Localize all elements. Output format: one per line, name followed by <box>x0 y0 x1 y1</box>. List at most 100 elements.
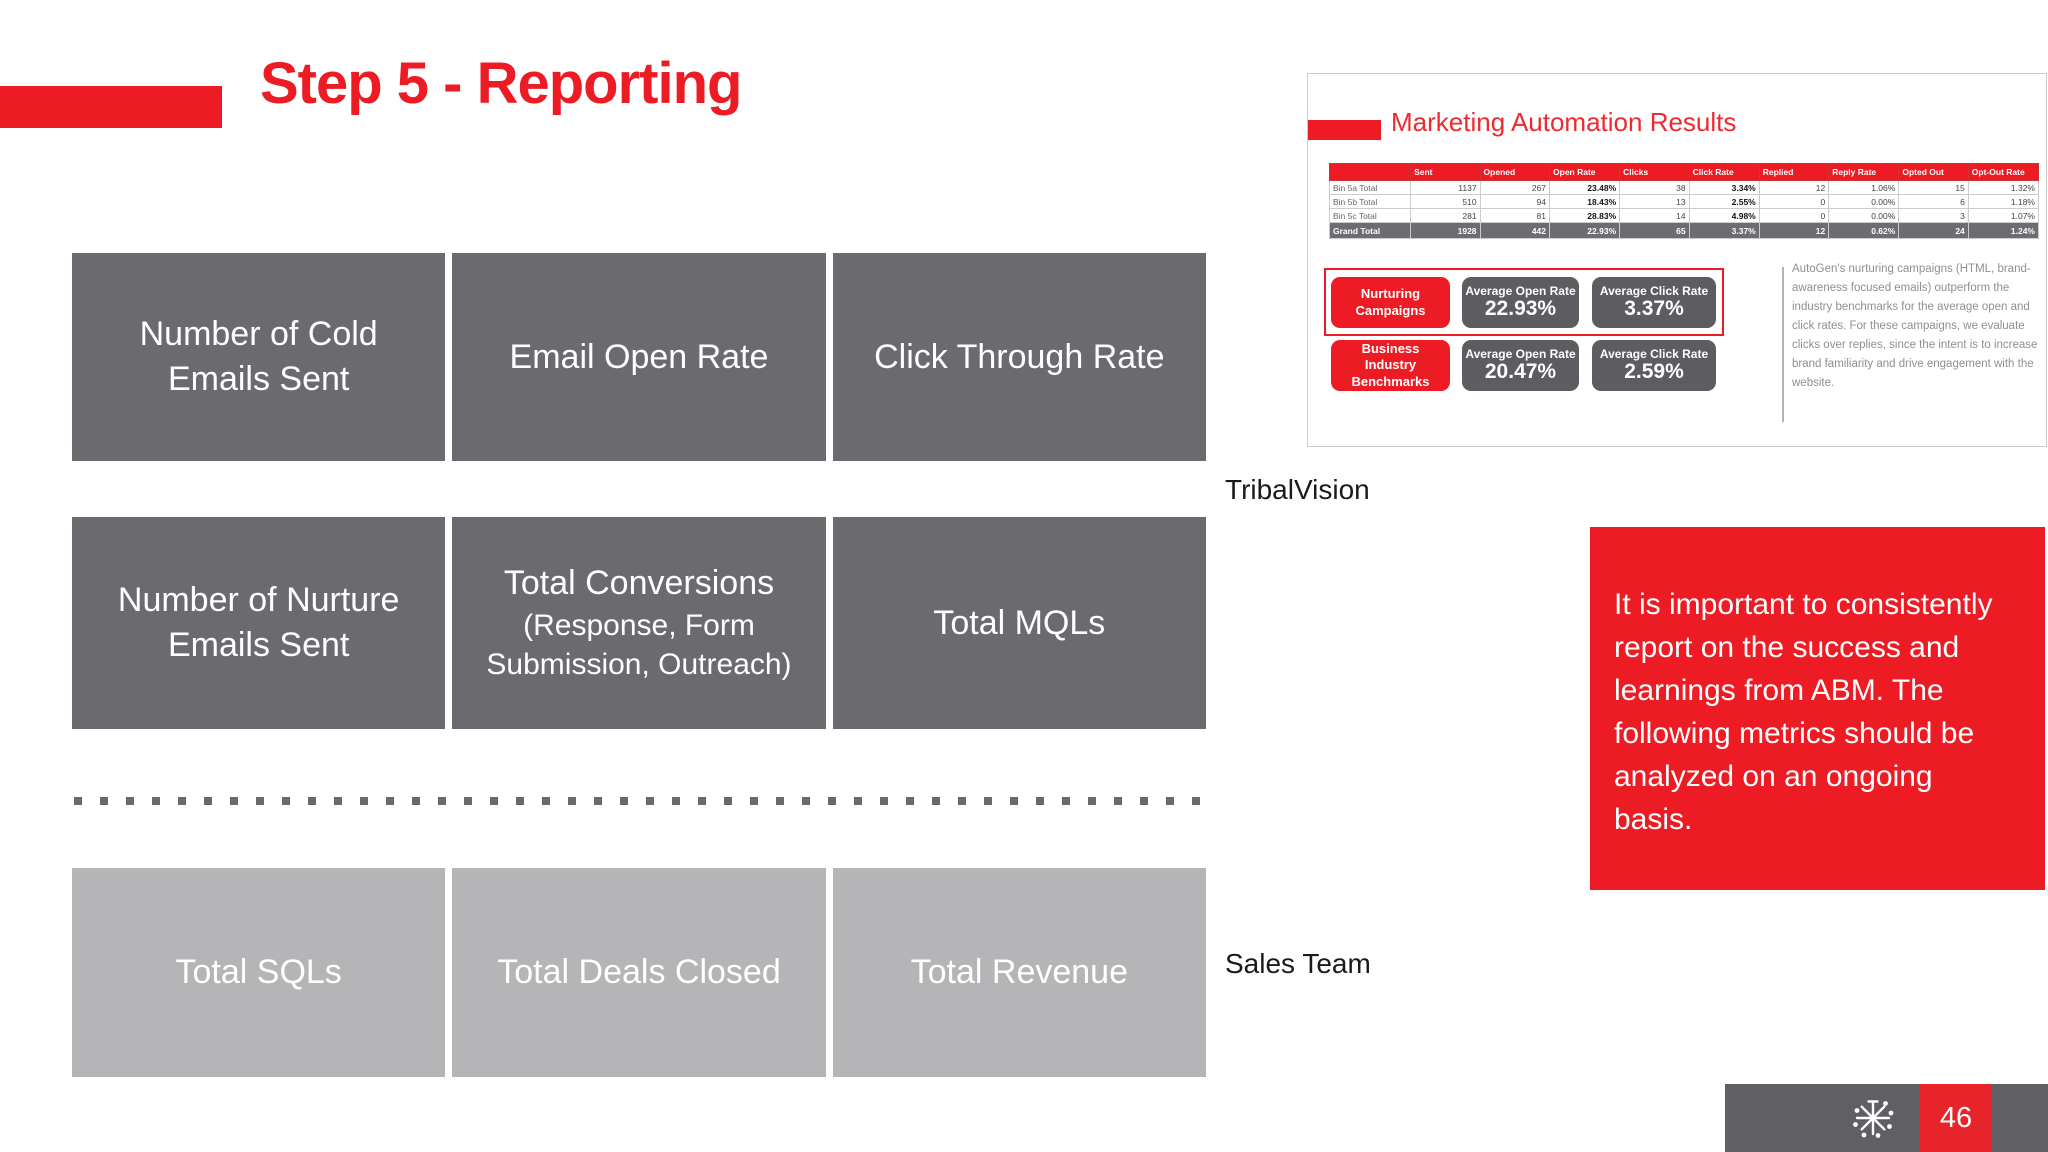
metric-box-label: Number of Nurture Emails Sent <box>117 581 400 664</box>
metric-box-label: Number of Cold Emails Sent <box>139 315 378 398</box>
badge-value: 20.47% <box>1484 360 1557 384</box>
metric-box-click-through: Click Through Rate <box>832 253 1206 461</box>
panel-accent-bar <box>1308 120 1381 140</box>
badge-label: Average Click Rate <box>1599 284 1709 299</box>
sales-team-label: Sales Team <box>1225 948 1371 979</box>
note-separator-line <box>1782 267 1784 422</box>
table-cell: 1.24% <box>1967 222 2040 239</box>
table-header-cell: Reply Rate <box>1828 163 1900 181</box>
metric-box-cold-emails: Number of Cold Emails Sent <box>72 253 446 461</box>
table-header-cell: Replied <box>1758 163 1830 181</box>
badge-industry-benchmarks: Business Industry Benchmarks <box>1331 340 1450 391</box>
metric-row-marketing-2: Number of Nurture Emails Sent Total Conv… <box>72 517 1206 729</box>
badge-value: 2.59% <box>1624 360 1684 384</box>
metric-box-nurture-emails: Number of Nurture Emails Sent <box>72 517 446 729</box>
table-cell: 0.00% <box>1828 208 1900 223</box>
table-cell: 510 <box>1410 194 1481 209</box>
metric-box-label: Email Open Rate <box>509 337 769 376</box>
badge-label: Average Click Rate <box>1599 347 1709 362</box>
badge-nurturing-open-rate: Average Open Rate 22.93% <box>1462 277 1579 328</box>
footer-bar: 46 <box>1725 1084 2048 1152</box>
table-cell: 0.00% <box>1828 194 1900 209</box>
nurturing-row-outline <box>1324 268 1724 336</box>
table-cell: 94 <box>1479 194 1551 209</box>
table-cell: Bin 5a Total <box>1328 180 1412 195</box>
table-cell: 1.18% <box>1967 194 2040 209</box>
metric-box-label: Total SQLs <box>175 953 342 992</box>
table-header-cell: Click Rate <box>1688 163 1760 181</box>
table-cell: 12 <box>1758 222 1830 239</box>
table-cell: 13 <box>1619 194 1690 209</box>
table-cell: 3.34% <box>1688 180 1760 195</box>
table-header-cell: Opened <box>1479 163 1551 181</box>
metric-box-label: Total Deals Closed <box>497 953 781 992</box>
table-cell: 65 <box>1619 222 1690 239</box>
metric-box-label: Total Revenue <box>910 953 1129 992</box>
table-cell: Bin 5c Total <box>1328 208 1412 223</box>
title-accent-bar <box>0 86 222 128</box>
metric-box-conversions: Total Conversions (Response, Form Submis… <box>452 517 826 729</box>
panel-note-text: AutoGen's nurturing campaigns (HTML, bra… <box>1792 263 2038 389</box>
page-title: Step 5 - Reporting <box>260 51 742 116</box>
tribalvision-label: TribalVision <box>1225 474 1370 505</box>
metric-box-sqls: Total SQLs <box>72 868 446 1077</box>
table-cell: Bin 5b Total <box>1328 194 1412 209</box>
table-cell: 0 <box>1758 208 1830 223</box>
metric-box-label: Total Conversions <box>503 563 775 602</box>
table-cell: 15 <box>1898 180 1969 195</box>
table-cell: 4.98% <box>1688 208 1760 223</box>
table-cell: 442 <box>1479 222 1551 239</box>
table-cell: 1.32% <box>1967 180 2040 195</box>
table-cell: 267 <box>1479 180 1551 195</box>
metric-row-marketing-1: Number of Cold Emails Sent Email Open Ra… <box>72 253 1206 461</box>
table-cell: 1137 <box>1410 180 1481 195</box>
table-cell: 6 <box>1898 194 1969 209</box>
metric-box-deals-closed: Total Deals Closed <box>452 868 826 1077</box>
metric-box-mqls: Total MQLs <box>832 517 1206 729</box>
importance-callout: It is important to consistently report o… <box>1590 527 2045 890</box>
table-cell: 81 <box>1479 208 1551 223</box>
table-cell: 1.06% <box>1828 180 1900 195</box>
badge-value: 22.93% <box>1484 297 1557 321</box>
table-cell: 38 <box>1619 180 1690 195</box>
badge-benchmark-open-rate: Average Open Rate 20.47% <box>1462 340 1579 391</box>
table-header-cell: Clicks <box>1619 163 1690 181</box>
badge-label: Average Open Rate <box>1465 284 1576 299</box>
table-cell: 3 <box>1898 208 1969 223</box>
panel-title: Marketing Automation Results <box>1391 107 1737 137</box>
metric-row-sales: Total SQLs Total Deals Closed Total Reve… <box>72 868 1206 1077</box>
table-cell: 3.37% <box>1688 222 1760 239</box>
table-header-cell: Opt-Out Rate <box>1967 163 2040 181</box>
badge-value: 3.37% <box>1624 297 1684 321</box>
table-cell: 1928 <box>1410 222 1481 239</box>
page-number-badge: 46 <box>1920 1084 1992 1152</box>
table-cell: 12 <box>1758 180 1830 195</box>
page-number: 46 <box>1939 1101 1973 1134</box>
metric-box-open-rate: Email Open Rate <box>452 253 826 461</box>
metric-box-revenue: Total Revenue <box>832 868 1206 1077</box>
table-cell: 281 <box>1410 208 1481 223</box>
badge-nurturing-click-rate: Average Click Rate 3.37% <box>1592 277 1716 328</box>
table-cell: 0 <box>1758 194 1830 209</box>
callout-text: It is important to consistently report o… <box>1614 588 1993 836</box>
tribalvision-wheel-icon <box>1851 1096 1895 1140</box>
table-cell: 1.07% <box>1967 208 2040 223</box>
table-cell: 23.48% <box>1549 180 1621 195</box>
badge-benchmark-click-rate: Average Click Rate 2.59% <box>1592 340 1716 391</box>
table-cell: Grand Total <box>1328 222 1412 239</box>
table-cell: 28.83% <box>1549 208 1621 223</box>
table-header-cell <box>1328 163 1412 181</box>
table-header-cell: Sent <box>1410 163 1481 181</box>
dotted-divider <box>74 797 1206 805</box>
table-header-cell: Open Rate <box>1549 163 1621 181</box>
table-header-cell: Opted Out <box>1898 163 1969 181</box>
table-cell: 22.93% <box>1549 222 1621 239</box>
table-cell: 18.43% <box>1549 194 1621 209</box>
metric-box-label: Click Through Rate <box>874 337 1165 376</box>
